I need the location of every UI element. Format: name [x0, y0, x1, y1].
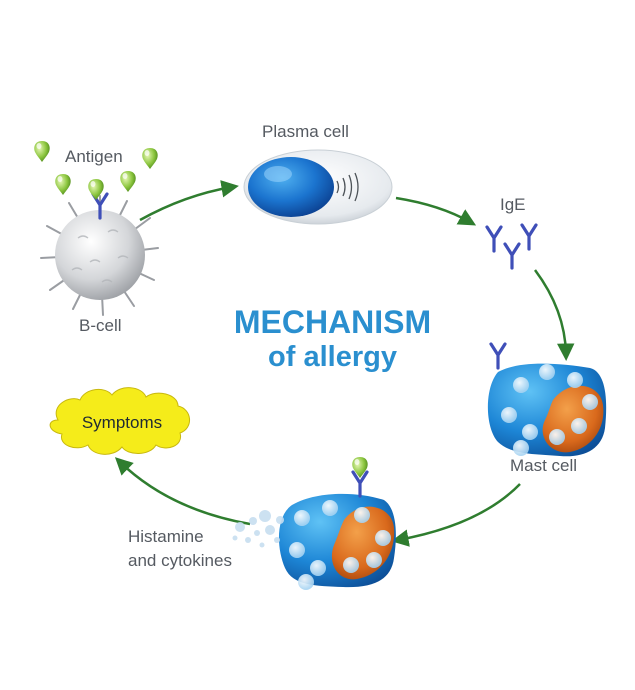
degranulating-mast-cell-illustration — [278, 457, 396, 590]
mast-cell-illustration — [487, 342, 607, 457]
released-particles — [232, 510, 284, 548]
arrow-bcell-to-plasma — [139, 180, 239, 222]
symptoms-label: Symptoms — [81, 413, 163, 432]
ige-label: IgE — [500, 195, 526, 214]
histamine-label-line2: and cytokines — [128, 551, 232, 570]
b-cell-label: B-cell — [79, 316, 122, 335]
mast-cell-label: Mast cell — [510, 456, 578, 475]
ige-antibodies — [485, 223, 538, 270]
plasma-cell-label: Plasma cell — [262, 122, 349, 141]
plasma-cell-illustration — [243, 149, 393, 225]
histamine-label-line1: Histamine — [128, 527, 204, 546]
arrow-histamine-to-symptoms — [114, 457, 251, 526]
title-line2: of allergy — [268, 341, 397, 373]
arrow-plasma-to-ige — [395, 196, 477, 226]
b-cell-illustration — [40, 179, 159, 316]
arrow-mast-to-degranulating — [391, 483, 521, 547]
antigen-label: Antigen — [65, 147, 123, 166]
symptoms-cloud — [49, 387, 190, 455]
arrow-ige-to-mast — [533, 269, 575, 361]
title-line1: MECHANISM — [233, 304, 432, 340]
